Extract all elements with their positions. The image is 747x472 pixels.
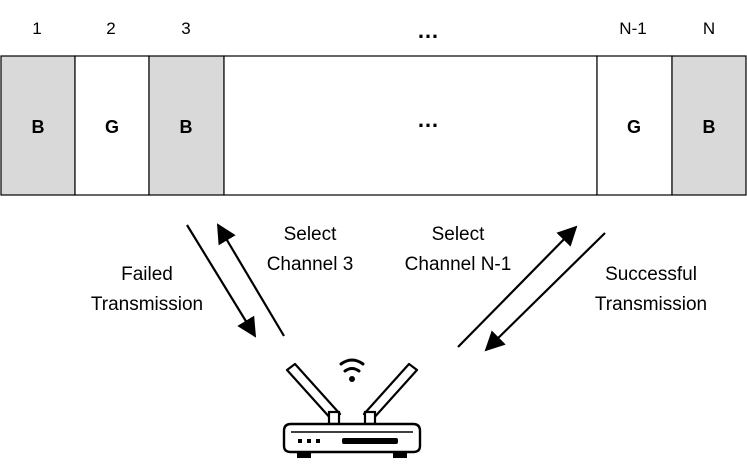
select-channel-n-minus-1-caption: Select Channel N-1 xyxy=(405,224,512,275)
channel-number-n: N xyxy=(703,19,715,38)
channel-cell-1 xyxy=(0,55,76,196)
failed-caption-line-1: Failed xyxy=(121,264,173,285)
wifi-router-icon xyxy=(282,358,422,458)
cell-label-2: G xyxy=(105,117,119,137)
channel-number-2: 2 xyxy=(106,19,115,38)
failed-caption-line-2: Transmission xyxy=(91,294,203,315)
channel-cell-gap xyxy=(223,55,598,196)
channel-cell-n-minus-1 xyxy=(596,55,673,196)
successful-transmission-arrow xyxy=(484,232,606,352)
channel-cell-n xyxy=(671,55,747,196)
select-channel-3-caption: Select Channel 3 xyxy=(267,224,354,275)
select3-caption-line-2: Channel 3 xyxy=(267,254,354,275)
failed-transmission-arrow xyxy=(186,224,257,338)
select-channel-n-minus-1-arrow xyxy=(457,225,578,348)
channel-number-ellipsis: … xyxy=(417,18,441,43)
cell-label-ellipsis: … xyxy=(417,107,441,132)
cell-label-n-minus-1: G xyxy=(627,117,641,137)
successful-caption-line-2: Transmission xyxy=(595,294,707,315)
select-channel-3-arrow xyxy=(216,223,285,337)
cell-label-3: B xyxy=(180,117,193,137)
select3-caption-line-1: Select xyxy=(284,224,338,245)
selectn1-caption-line-2: Channel N-1 xyxy=(405,254,512,275)
failed-transmission-caption: Failed Transmission xyxy=(91,264,203,315)
cell-label-n: B xyxy=(703,117,716,137)
channel-number-1: 1 xyxy=(32,19,41,38)
channel-number-3: 3 xyxy=(181,19,190,38)
successful-transmission-caption: Successful Transmission xyxy=(595,264,707,315)
channel-cell-3 xyxy=(148,55,225,196)
channel-number-row: 1 2 3 … N-1 N xyxy=(32,18,715,43)
cell-label-1: B xyxy=(32,117,45,137)
channel-number-n-minus-1: N-1 xyxy=(619,19,646,38)
channel-strip: B G B … G B xyxy=(0,55,747,196)
selectn1-caption-line-1: Select xyxy=(432,224,486,245)
successful-caption-line-1: Successful xyxy=(605,264,697,285)
channel-cell-2 xyxy=(74,55,150,196)
